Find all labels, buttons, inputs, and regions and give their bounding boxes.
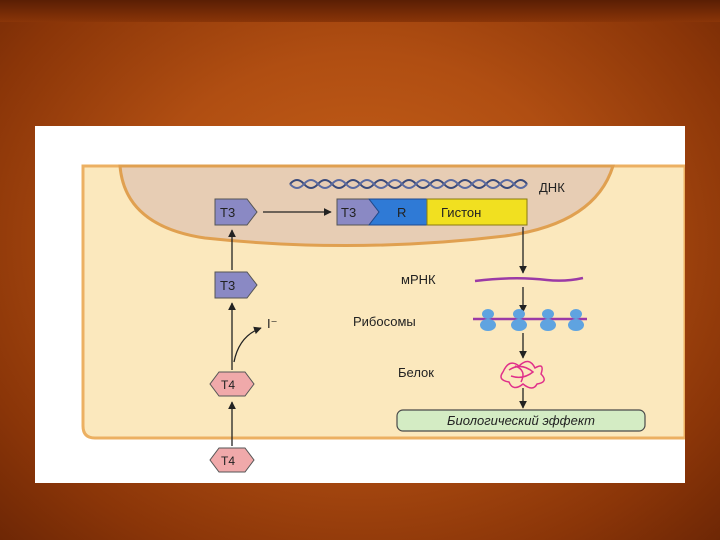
mrna-label: мРНК	[401, 272, 436, 287]
t3-cytoplasm-label: T3	[220, 278, 235, 293]
receptor-label: R	[397, 205, 406, 220]
histone-label: Гистон	[441, 205, 481, 220]
t3-membrane-label: T3	[220, 205, 235, 220]
slide-top-band	[0, 0, 720, 22]
t4-outside-label: T4	[221, 454, 235, 468]
iodide-label: I⁻	[267, 316, 277, 331]
ribosomes-label: Рибосомы	[353, 314, 416, 329]
t3-bound-label: T3	[341, 205, 356, 220]
protein-label: Белок	[398, 365, 434, 380]
effect-label: Биологический эффект	[447, 413, 595, 428]
diagram-frame: ДНК T3 R Гистон T3 T3 T4 I⁻ T4 мРНК Рибо…	[35, 126, 685, 483]
thyroid-hormone-diagram: ДНК T3 R Гистон T3 T3 T4 I⁻ T4 мРНК Рибо…	[35, 126, 685, 483]
t4-cytoplasm-label: T4	[221, 378, 235, 392]
dna-label: ДНК	[539, 180, 565, 195]
